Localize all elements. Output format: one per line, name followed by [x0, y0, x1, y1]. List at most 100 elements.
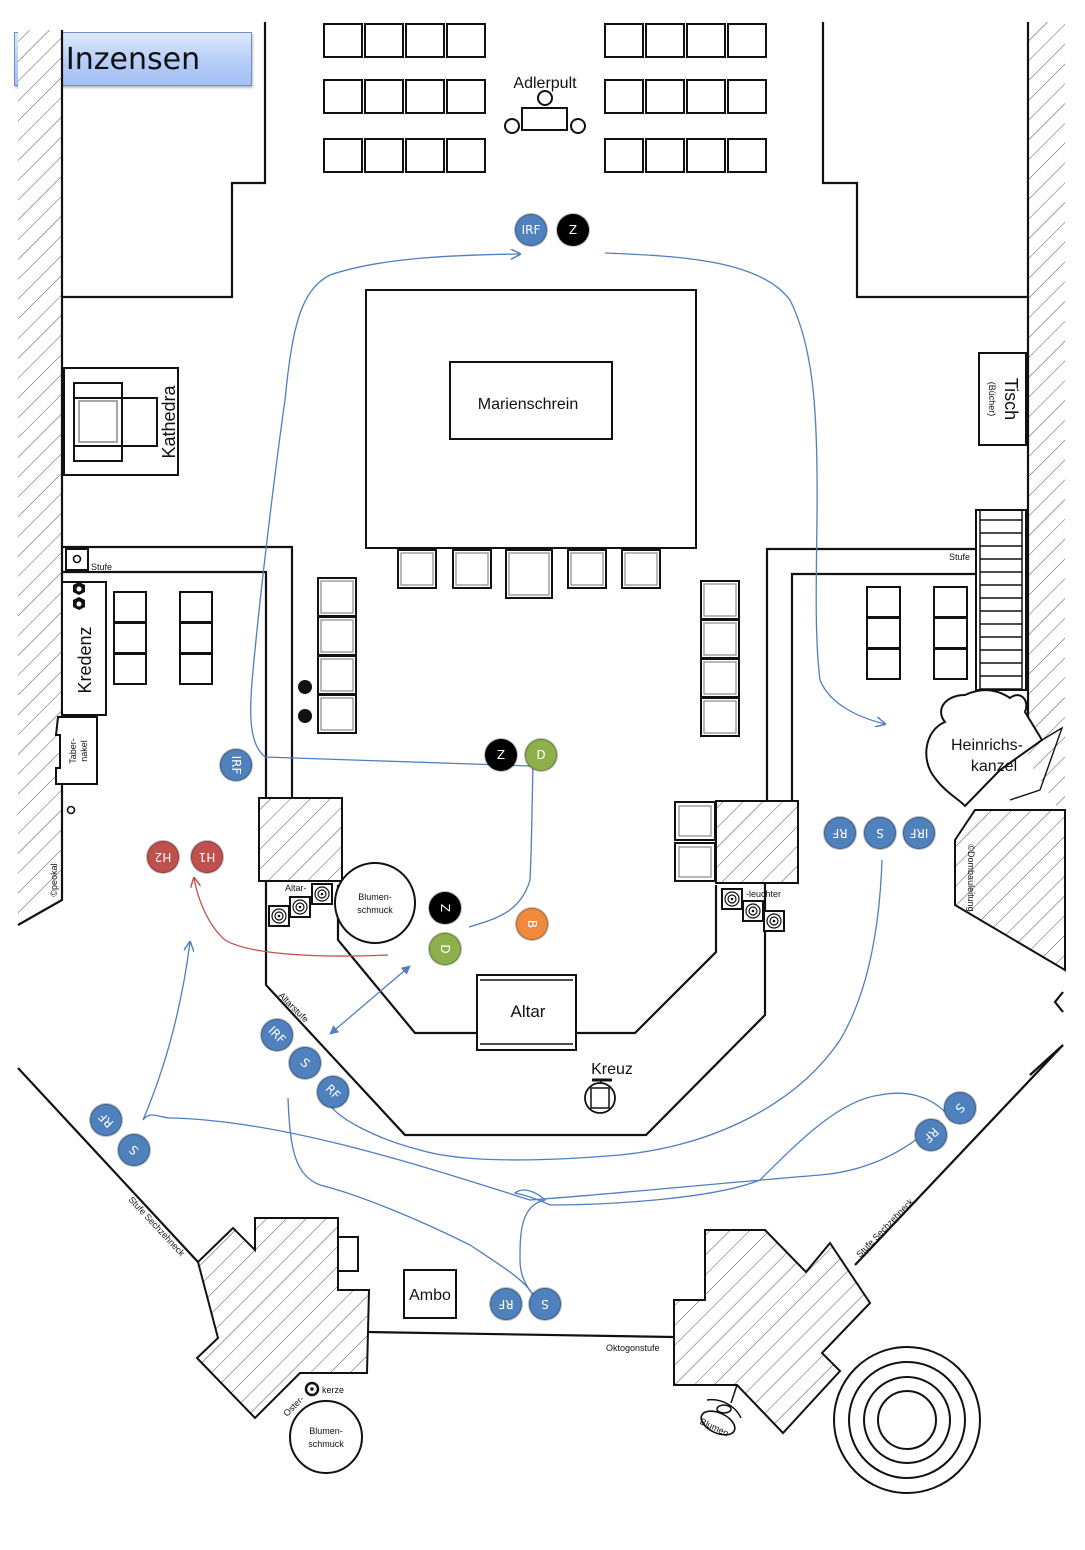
side-chairs-right: [700, 580, 740, 737]
flower-decoration-altar: Blumen- schmuck: [334, 862, 416, 944]
kreuz-label: Kreuz: [591, 1061, 633, 1078]
token-circle: [260, 1018, 294, 1052]
tabernakel-label-2: nakel: [79, 740, 89, 762]
left-choir-seats: [113, 591, 213, 685]
token-label: D: [438, 944, 452, 953]
token-label: IRF: [910, 826, 929, 840]
side-chair: [317, 577, 357, 617]
left-wall: [17, 30, 64, 926]
choir-stall: [405, 79, 445, 114]
token-irf-right: IRF: [902, 816, 936, 850]
side-chair: [700, 658, 740, 698]
token-d-altar: D: [428, 932, 462, 966]
token-label: Z: [497, 748, 505, 762]
token-h1: H1: [190, 840, 224, 874]
flower-decoration-lower: Blumen- schmuck: [289, 1400, 363, 1474]
token-circle: [117, 1133, 151, 1167]
token-label: H1: [199, 850, 216, 864]
choir-stall: [604, 23, 644, 58]
altar-candles-right: -leuchter: [721, 888, 785, 932]
path-lower-left-loop: [142, 1114, 939, 1201]
choir-stall: [604, 138, 644, 173]
choir-stall: [645, 79, 685, 114]
choir-stall: [405, 23, 445, 58]
choir-stall: [645, 23, 685, 58]
adlerpult: Adlerpult: [504, 75, 586, 134]
tisch-sub-label: (Bücher): [987, 382, 997, 417]
right-pillar-chairs: [674, 801, 716, 882]
kathedra: Kathedra: [63, 367, 179, 476]
side-chairs-left: [317, 577, 357, 734]
choir-stall: [604, 79, 644, 114]
tabernakel: Taber- nakel: [54, 716, 98, 815]
token-s-lower-left: S: [117, 1133, 151, 1167]
choir-seat: [179, 622, 213, 654]
path-altar-double-arrow: [329, 965, 411, 1035]
nave-outline-right: [821, 22, 1028, 299]
choir-stall: [323, 79, 363, 114]
token-circle: [914, 1118, 948, 1152]
token-circle: [902, 816, 936, 850]
choir-stall: [364, 79, 404, 114]
token-label: RF: [498, 1297, 513, 1311]
choir-stalls-left: [323, 23, 486, 173]
token-s-ambo: S: [528, 1287, 562, 1321]
choir-seat: [179, 591, 213, 623]
token-circle: [943, 1091, 977, 1125]
token-circle: [428, 891, 462, 925]
left-choir-enclosure: Stufe: [62, 545, 294, 800]
token-circle: [514, 213, 548, 247]
blumenschmuck-lower-label-2: schmuck: [308, 1439, 344, 1449]
choir-seat: [113, 653, 147, 685]
token-irf-altarstufe: IRF: [260, 1018, 294, 1052]
token-label: D: [536, 748, 545, 762]
token-label: IRF: [522, 223, 541, 237]
side-chair: [317, 655, 357, 695]
right-wall: [1026, 22, 1065, 820]
choir-seat: [866, 617, 901, 649]
pulpit-staircase: [975, 509, 1027, 691]
blumenschmuck-label-2: schmuck: [357, 905, 393, 915]
token-rf-lower-left: RF: [89, 1103, 123, 1137]
stufe-sechzehneck-left: [17, 1067, 199, 1263]
right-choir-seats: [866, 586, 968, 680]
shrine-chair: [452, 549, 492, 589]
shrine-chair: [397, 549, 437, 589]
token-rf-altarstufe: RF: [316, 1075, 350, 1109]
heinrichskanzel-label-2: kanzel: [971, 758, 1017, 775]
token-z-top: Z: [556, 213, 590, 247]
oktogonstufe: [367, 1330, 674, 1339]
token-circle: [528, 1287, 562, 1321]
choir-seat: [113, 622, 147, 654]
token-rf-right: RF: [823, 816, 857, 850]
procession-paths: [142, 253, 949, 1296]
choir-seat: [933, 648, 968, 680]
choir-stall: [727, 138, 767, 173]
token-circle: [219, 748, 253, 782]
choir-seat: [866, 586, 901, 618]
path-d-to-altar: [468, 764, 534, 928]
choir-seat: [179, 653, 213, 685]
token-z-mid: Z: [484, 738, 518, 772]
choir-stall: [645, 138, 685, 173]
marienschrein: Marienschrein: [365, 289, 697, 549]
heinrichskanzel-label-1: Heinrichs-: [951, 737, 1023, 754]
choir-stall: [323, 138, 363, 173]
path-lower-left-to-h: [142, 942, 190, 1121]
token-irf-top: IRF: [514, 213, 548, 247]
token-label: IRF: [229, 756, 243, 775]
token-label: B: [525, 920, 539, 928]
heinrichskanzel: Heinrichs- kanzel: [925, 689, 1064, 808]
flower-stand: Blumen: [698, 1384, 742, 1438]
token-label: Z: [438, 904, 452, 912]
choir-seat: [113, 591, 147, 623]
altar-candles-left: Altar-: [268, 883, 333, 927]
token-z-altar: Z: [428, 891, 462, 925]
choir-seat: [933, 586, 968, 618]
side-chair: [317, 694, 357, 734]
stufe-sechzehneck-right-label: Stufe Sechzehneck: [854, 1196, 915, 1259]
token-circle: [316, 1075, 350, 1109]
presider-chair: [505, 549, 553, 599]
